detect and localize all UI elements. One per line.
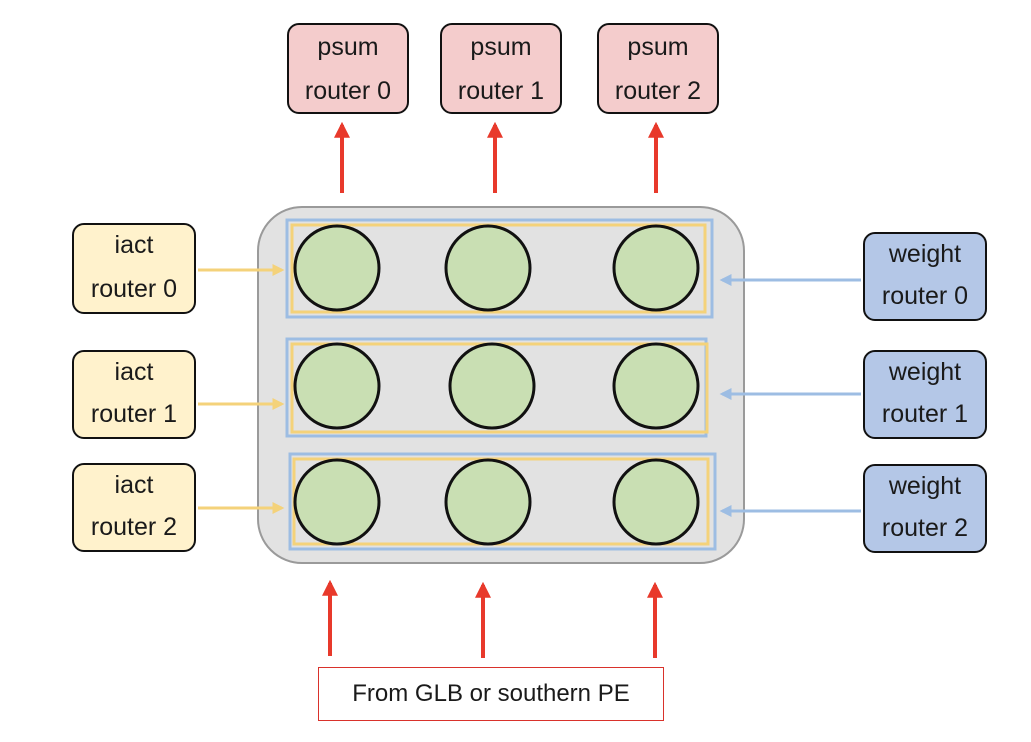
psum-router-0: psum router 0 <box>287 23 409 114</box>
pe-2-2 <box>612 458 700 546</box>
psum-router-1-line2: router 1 <box>457 77 545 105</box>
weight-router-2: weight router 2 <box>863 464 987 553</box>
iact-row-0-outline <box>290 223 707 314</box>
weight-router-1-line2: router 1 <box>881 400 969 428</box>
weight-router-1: weight router 1 <box>863 350 987 439</box>
pe-2-1 <box>444 458 532 546</box>
iact-router-2: iact router 2 <box>72 463 196 552</box>
weight-router-0-line2: router 0 <box>881 282 969 310</box>
pe-1-2 <box>612 342 700 430</box>
glb-source-label: From GLB or southern PE <box>318 667 664 721</box>
iact-router-1-line2: router 1 <box>90 400 178 428</box>
iact-router-2-line2: router 2 <box>90 513 178 541</box>
iact-router-0-line2: router 0 <box>90 275 178 303</box>
psum-router-0-line2: router 0 <box>304 77 392 105</box>
iact-router-1: iact router 1 <box>72 350 196 439</box>
psum-router-2: psum router 2 <box>597 23 719 114</box>
pe-1-0 <box>293 342 381 430</box>
pe-2-0 <box>293 458 381 546</box>
iact-router-2-line1: iact <box>114 471 154 499</box>
weight-router-0-line1: weight <box>888 240 962 268</box>
weight-row-0-outline <box>285 218 714 319</box>
pe-0-2 <box>612 224 700 312</box>
iact-router-0-line1: iact <box>114 231 154 259</box>
pe-0-0 <box>293 224 381 312</box>
pe-0-1 <box>444 224 532 312</box>
iact-router-0: iact router 0 <box>72 223 196 314</box>
weight-router-2-line1: weight <box>888 472 962 500</box>
psum-router-1: psum router 1 <box>440 23 562 114</box>
psum-router-2-line1: psum <box>627 33 689 61</box>
weight-router-1-line1: weight <box>888 358 962 386</box>
psum-router-0-line1: psum <box>317 33 379 61</box>
weight-router-0: weight router 0 <box>863 232 987 321</box>
iact-router-1-line1: iact <box>114 358 154 386</box>
psum-router-2-line2: router 2 <box>614 77 702 105</box>
psum-router-1-line1: psum <box>470 33 532 61</box>
weight-router-2-line2: router 2 <box>881 514 969 542</box>
pe-1-1 <box>448 342 536 430</box>
weight-row-2-outline <box>288 452 717 551</box>
